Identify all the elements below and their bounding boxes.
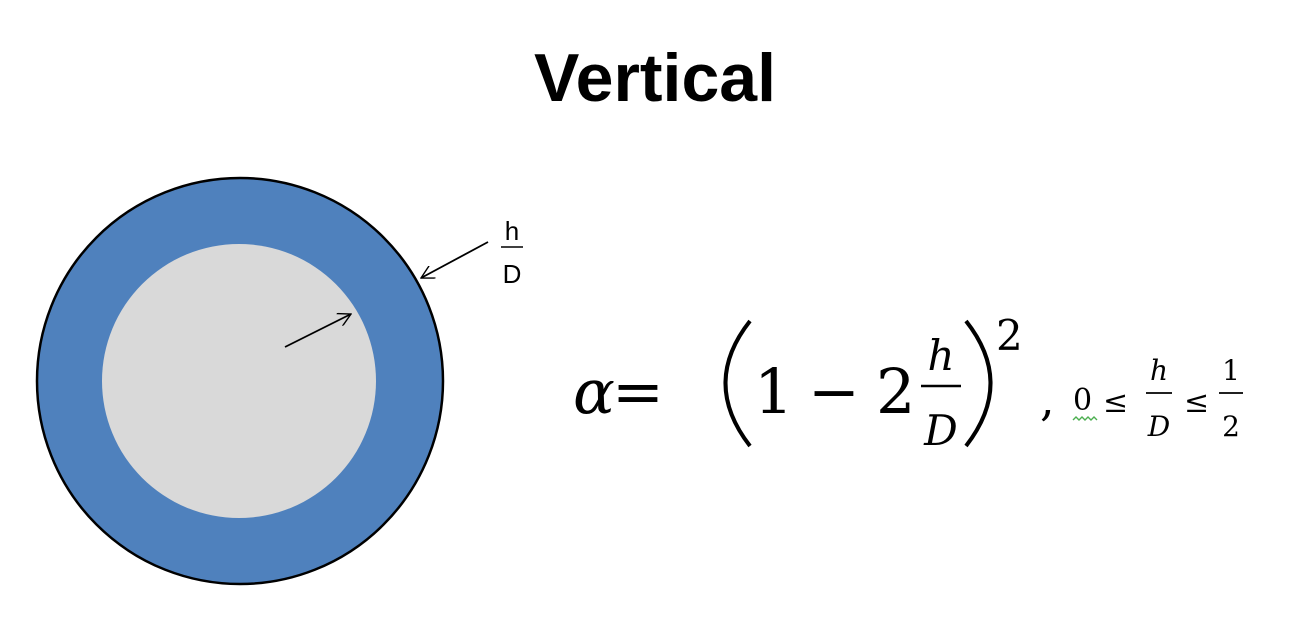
formula-two: 2 <box>876 355 915 428</box>
formula-alpha: α <box>573 355 615 428</box>
label-numerator: h <box>505 216 519 246</box>
formula-right-paren <box>964 319 993 448</box>
formula-left-paren <box>723 319 752 448</box>
formula-frac-numerator: h <box>927 331 954 380</box>
thickness-fraction-label: h D <box>501 216 523 289</box>
formula-minus: − <box>808 355 860 428</box>
range-zero: 0 <box>1073 383 1092 418</box>
range-half-denominator: 2 <box>1222 410 1240 443</box>
formula-one: 1 <box>754 355 793 428</box>
formula-comma: , <box>1040 372 1055 426</box>
inner-radius-arrow <box>284 314 351 348</box>
range-frac-denominator: D <box>1147 410 1170 443</box>
formula-equals: = <box>612 355 664 428</box>
range-half-numerator: 1 <box>1222 354 1240 387</box>
formula: α = 1 − 2 h D 2 , 0 ≤ h D ≤ 1 2 <box>573 311 1243 455</box>
formula-exponent: 2 <box>996 311 1023 360</box>
thickness-arrow <box>421 241 489 279</box>
inner-disk <box>102 244 376 518</box>
range-frac-numerator: h <box>1150 354 1168 387</box>
formula-frac-denominator: D <box>923 406 958 455</box>
label-denominator: D <box>503 259 522 289</box>
slide-title: Vertical <box>534 40 776 116</box>
range-leq-1: ≤ <box>1103 385 1128 420</box>
spellcheck-squiggle <box>1072 416 1098 421</box>
range-leq-2: ≤ <box>1184 385 1209 420</box>
